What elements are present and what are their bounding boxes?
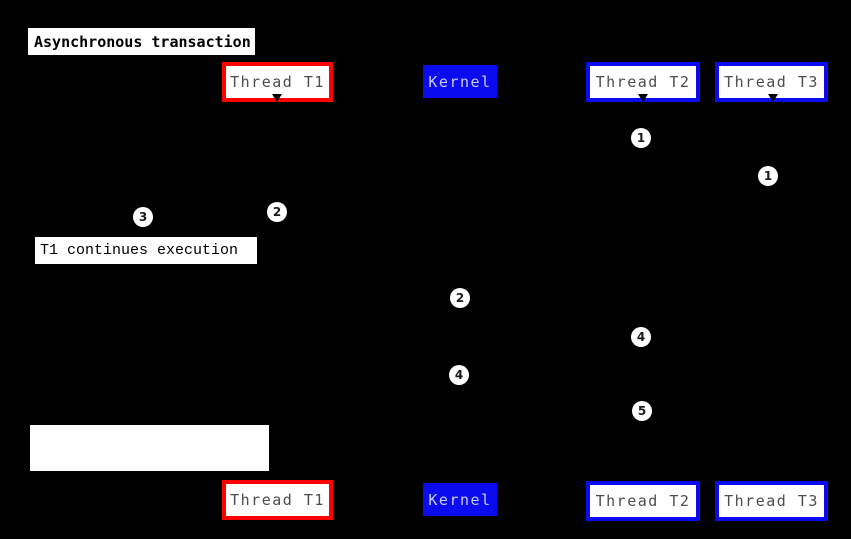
- note-t1-continues: T1 continues execution: [35, 237, 257, 264]
- participant-label: Thread T3: [724, 492, 819, 510]
- participant-label: Thread T2: [595, 73, 691, 91]
- arrowhead-down-icon: [272, 94, 282, 102]
- sequence-marker: 2: [267, 202, 287, 222]
- participant-label: Thread T1: [230, 73, 325, 91]
- arrowhead-down-icon: [764, 473, 774, 481]
- arrowhead-down-icon: [272, 472, 282, 480]
- participant-label: Kernel: [428, 490, 492, 509]
- participant-label: Thread T3: [724, 73, 819, 91]
- participant-thread-t1-bottom: Thread T1: [222, 480, 333, 520]
- participant-thread-t2-bottom: Thread T2: [586, 481, 700, 521]
- diagram-title: Asynchronous transaction: [28, 28, 255, 55]
- participant-label: Thread T2: [595, 492, 691, 510]
- sequence-marker: 4: [631, 327, 651, 347]
- participant-thread-t3-bottom: Thread T3: [715, 481, 828, 521]
- participant-label: Thread T1: [230, 491, 325, 509]
- sequence-marker: 2: [450, 288, 470, 308]
- arrowhead-down-icon: [636, 473, 646, 481]
- sequence-marker: 5: [632, 401, 652, 421]
- sequence-marker: 1: [631, 128, 651, 148]
- sequence-marker: 4: [449, 365, 469, 385]
- participant-kernel-bottom: Kernel: [423, 483, 497, 516]
- arrowhead-down-icon: [638, 94, 648, 102]
- sequence-marker: 1: [758, 166, 778, 186]
- participant-kernel-top: Kernel: [423, 65, 497, 98]
- sequence-marker: 3: [133, 207, 153, 227]
- arrowhead-down-icon: [768, 94, 778, 102]
- blank-note-box: [30, 425, 269, 471]
- participant-label: Kernel: [428, 72, 492, 91]
